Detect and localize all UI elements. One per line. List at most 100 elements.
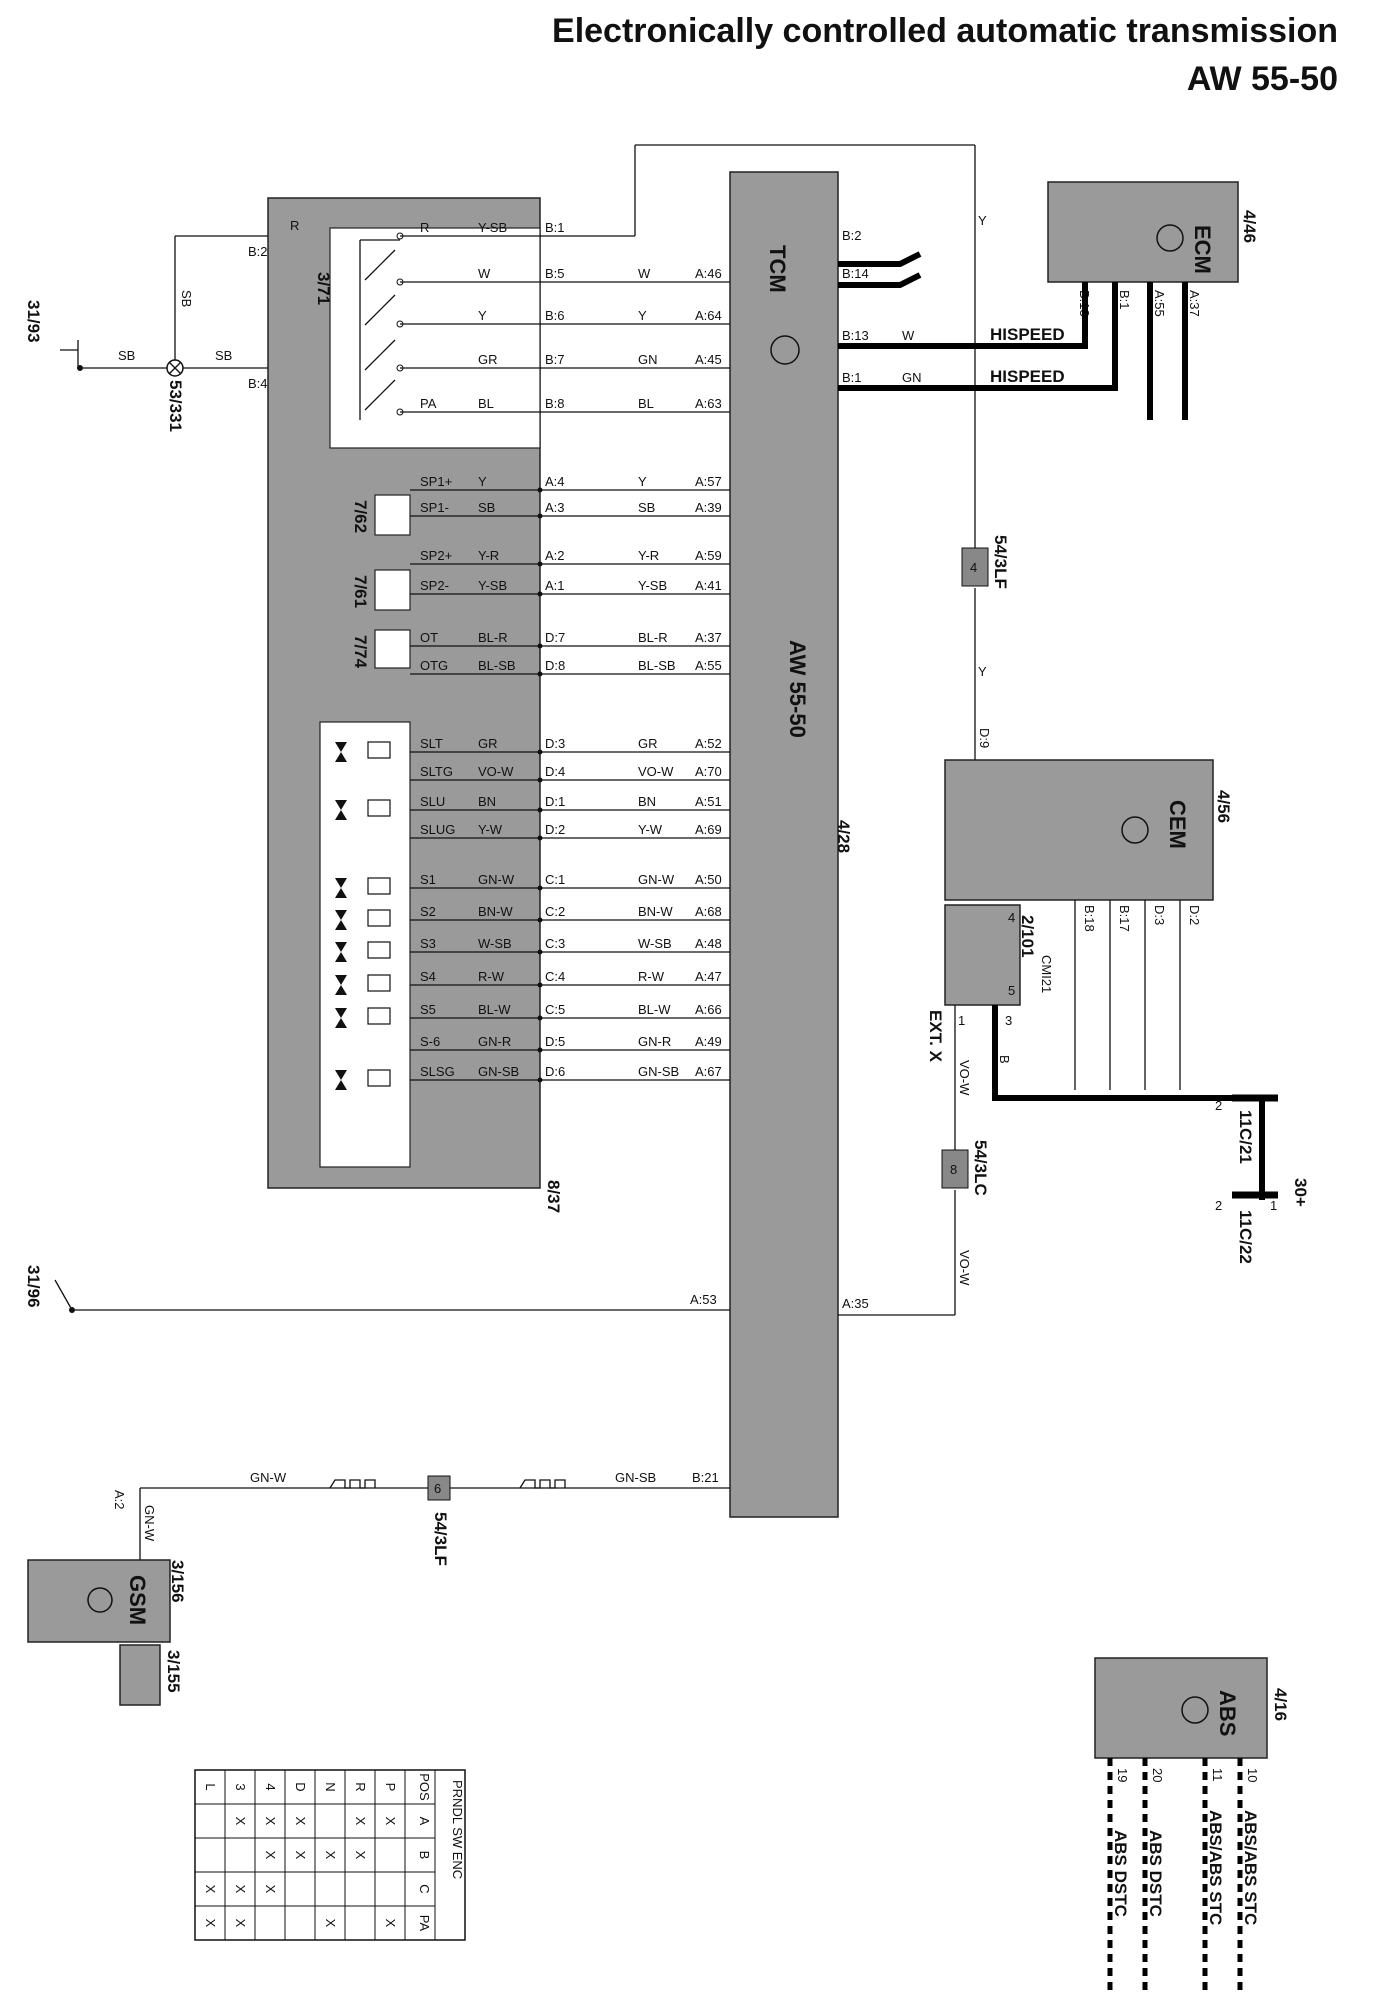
range-color-3: GR [478,352,498,367]
abs-stc-label-1: ABS/ABS STC [1206,1810,1225,1925]
pin-b2: B:2 [248,244,268,259]
prndl-table-cell: X [383,1817,398,1826]
cem-pin-b18: B:18 [1082,905,1097,932]
ext-x-label: EXT. X [926,1010,945,1063]
ground-31-96-id: 31/96 [24,1265,43,1308]
solenoid-4-tcm-pin: A:50 [695,872,722,887]
solenoid-6-wire-color: W-SB [638,936,672,951]
conn-pin-5: 5 [1008,983,1015,998]
sb-label-vert: SB [179,290,194,307]
range-pin-3: B:7 [545,352,565,367]
solenoid-7-wire-color: R-W [638,969,665,984]
solenoid-9-name: S-6 [420,1034,440,1049]
solenoid-0-name: SLT [420,736,443,751]
solenoid-4-dot [537,885,543,891]
solenoid-6-name: S3 [420,936,436,951]
range-name-4: PA [420,396,437,411]
solenoid-0-color: GR [478,736,498,751]
prndl-table-cell: X [383,1919,398,1928]
range-wire-color-4: BL [638,396,654,411]
b-wire-label: B [997,1055,1012,1064]
prndl-table-cell: N [323,1782,338,1791]
gsm-module [27,1559,171,1643]
sensor-3-pin: A:1 [545,578,565,593]
range-color-4: BL [478,396,494,411]
solenoid-valve-icon [335,888,347,898]
prndl-table-cell: D [293,1782,308,1791]
range-r-label: R [290,218,299,233]
hispeed-label-1: HISPEED [990,325,1065,344]
solenoid-3-name: SLUG [420,822,455,837]
gsm-abbr: GSM [125,1575,150,1625]
sensor-4-color: BL-R [478,630,508,645]
tcm-pin-b1: B:1 [842,370,862,385]
gsm-wire [139,1479,730,1560]
prndl-table: PRNDL SW ENCPOSABCPAPXXRXXNXXDXX4XXX3XXX… [194,1769,466,1941]
range-color-1: W [478,266,491,281]
sensor-0-dot [537,487,543,493]
gsm-wire-gn-sb: GN-SB [615,1470,656,1485]
abs-stc-label-2: ABS/ABS STC [1241,1810,1260,1925]
solenoid-valve-icon [335,985,347,995]
solenoid-7-tcm-pin: A:47 [695,969,722,984]
abs-pin-10: 10 [1245,1768,1260,1782]
cem-pin-b17: B:17 [1117,905,1132,932]
solenoid-9-pin: D:5 [545,1034,565,1049]
prndl-table-cell: X [323,1851,338,1860]
gsm-sub-id: 3/155 [164,1650,183,1693]
prndl-table-cell: X [323,1919,338,1928]
range-pin-1: B:5 [545,266,565,281]
ecm-pin-a55: A:55 [1152,290,1167,317]
ecm-control-icon [1156,224,1184,252]
range-wire-color-2: Y [638,308,647,323]
solenoid-valve-icon [335,920,347,930]
prndl-table-cell: X [203,1885,218,1894]
solenoid-1-name: SLTG [420,764,453,779]
abs-pin-11: 11 [1210,1768,1225,1782]
sensor-1-wire-color: SB [638,500,655,515]
solenoid-7-62-id: 7/62 [351,500,370,533]
prndl-table-cell: 4 [263,1783,278,1790]
transmission-id: 8/37 [544,1180,563,1213]
gsm-control-icon [87,1587,113,1613]
sensor-2-dot [537,561,543,567]
sensor-1-pin: A:3 [545,500,565,515]
solenoid-3-color: Y-W [478,822,503,837]
solenoid-valve-icon [335,752,347,762]
range-color-0: Y-SB [478,220,507,235]
solenoid-coil-icon [367,741,391,759]
connector-54-3lf-top-pin: 4 [970,560,977,575]
solenoid-8-color: BL-W [478,1002,511,1017]
y-label-mid: Y [978,664,987,679]
sensor-1-color: SB [478,500,495,515]
prndl-table-cell: X [203,1919,218,1928]
connector-54-3lc-id: 54/3LC [971,1140,990,1196]
solenoid-7-dot [537,982,543,988]
sensor-0-color: Y [478,474,487,489]
solenoid-2-wire-color: BN [638,794,656,809]
solenoid-valve-icon [335,1018,347,1028]
tcm-pin-b21: B:21 [692,1470,719,1485]
cem-pin-d3: D:3 [1152,905,1167,925]
solenoid-10-name: SLSG [420,1064,455,1079]
solenoid-4-color: GN-W [478,872,515,887]
sensor-4-name: OT [420,630,438,645]
cem-control-icon [1121,816,1149,844]
solenoid-valve-icon [335,800,347,810]
solenoid-5-dot [537,917,543,923]
solenoid-2-color: BN [478,794,496,809]
range-tcm-pin-4: A:63 [695,396,722,411]
solenoid-4-wire-color: GN-W [638,872,675,887]
sensor-5-wire-color: BL-SB [638,658,676,673]
cem-out-wires [1074,900,1181,1090]
prndl-table-cell: 3 [233,1783,248,1790]
connector-54-3lf-bot [427,1475,451,1501]
temp-sensor-id: 7/74 [351,635,370,669]
solenoid-valve-icon [335,742,347,752]
range-pin-2: B:6 [545,308,565,323]
fuse-11c22-pin1: 1 [1270,1198,1277,1213]
sensor-2-tcm-pin: A:59 [695,548,722,563]
connector-54-3lc [941,1149,969,1189]
cem-abbr: CEM [1165,800,1190,849]
